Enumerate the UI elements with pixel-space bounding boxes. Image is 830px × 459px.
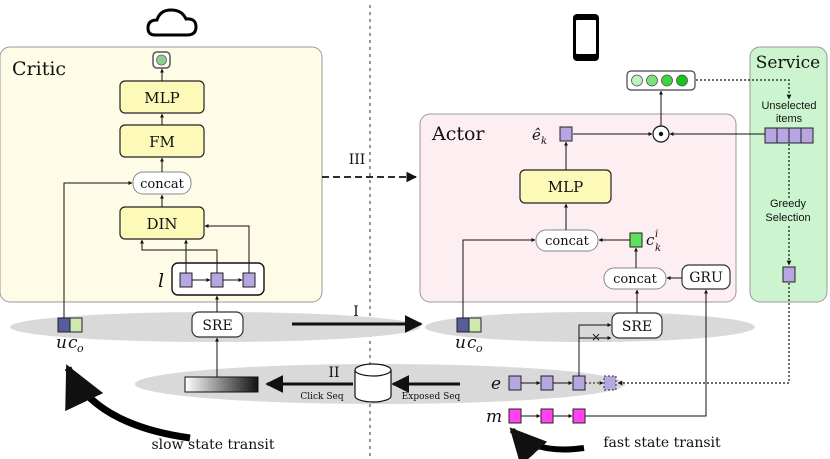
arrow-uco-to-concat-top — [462, 238, 536, 318]
phone-icon — [573, 14, 599, 61]
actor-sre-label: SRE — [622, 319, 652, 335]
actor-u-label: u — [455, 333, 466, 353]
actor-gru-label: GRU — [689, 270, 723, 286]
critic-title: Critic — [12, 58, 66, 80]
arrow-l2-to-din — [140, 239, 218, 273]
fast-transit-caption: fast state transit — [603, 435, 721, 451]
click-seq-bar — [184, 376, 259, 393]
critic-co-square — [69, 317, 83, 333]
arrow-e-to-sre — [578, 323, 612, 376]
actor-ek-square — [559, 126, 573, 142]
arrow-ii-label: II — [328, 365, 339, 381]
critic-fm-label: FM — [149, 133, 175, 151]
actor-concat-bottom-label: concat — [613, 272, 658, 287]
critic-sre-label: SRE — [202, 318, 232, 334]
light-3 — [661, 74, 673, 87]
critic-output-dot — [156, 54, 167, 66]
e-item-1 — [508, 375, 522, 391]
m-item-1 — [508, 408, 522, 424]
actor-gru-node — [681, 264, 731, 290]
unselected-item-1 — [764, 127, 778, 144]
actor-c-label: c — [467, 333, 477, 353]
cloud-icon — [146, 8, 198, 37]
band-actor-state — [425, 312, 755, 342]
critic-c-sub: o — [77, 342, 84, 355]
arrow-l3-to-din — [204, 224, 250, 273]
arrow-i-label: I — [353, 304, 359, 320]
service-panel — [749, 46, 828, 303]
unselected-item-3 — [788, 127, 802, 144]
critic-u-label: u — [56, 333, 67, 353]
actor-concat-top — [535, 229, 599, 252]
selected-item — [782, 266, 796, 283]
unselected-line-1: Unselected — [761, 100, 816, 112]
actor-concat-bottom — [603, 267, 667, 290]
service-title: Service — [756, 53, 820, 73]
arrow-uco-to-concat — [63, 181, 133, 318]
critic-l-label: l — [158, 270, 164, 292]
actor-panel — [419, 113, 737, 303]
actor-title: Actor — [431, 123, 485, 145]
actor-co-square — [468, 317, 482, 333]
critic-mlp-label: MLP — [144, 89, 179, 107]
actor-ek-sub: k — [541, 136, 547, 147]
m-item-3 — [572, 408, 586, 424]
m-item-2 — [540, 408, 554, 424]
actor-ck-label: c — [646, 231, 655, 249]
e-item-3 — [572, 375, 586, 391]
critic-din-label: DIN — [146, 215, 177, 233]
database-icon — [354, 363, 392, 403]
actor-ck-square — [629, 232, 643, 248]
dot-product-dot — [658, 131, 664, 137]
light-1 — [631, 74, 643, 87]
critic-l-item-2 — [210, 272, 224, 288]
unselected-item-4 — [800, 127, 814, 144]
arrow-m-to-gru — [585, 289, 708, 417]
arrow-iii-label: III — [349, 152, 366, 168]
e-item-pending — [603, 375, 617, 391]
actor-c-sub: o — [476, 342, 483, 355]
click-seq-label: Click Seq — [300, 392, 343, 402]
greedy-line-1: Greedy — [770, 198, 807, 210]
fast-transit-arrow — [509, 427, 585, 459]
critic-u-square — [57, 317, 71, 333]
critic-l-item-3 — [242, 272, 256, 288]
critic-l-item-1 — [179, 272, 193, 288]
slow-transit-caption: slow state transit — [151, 437, 274, 453]
unselected-item-2 — [776, 127, 790, 144]
actor-mlp-label: MLP — [548, 178, 583, 196]
light-2 — [646, 74, 658, 87]
light-4 — [676, 74, 688, 87]
actor-ck-sup: i — [655, 229, 658, 240]
arrow-lights-to-service — [696, 79, 792, 100]
critic-c-label: c — [68, 333, 78, 353]
actor-m-label: m — [486, 407, 502, 427]
arrow-selected-to-e — [617, 283, 790, 386]
actor-ck-sub: k — [655, 243, 661, 254]
exposed-seq-label: Exposed Seq — [402, 392, 461, 402]
greedy-line-2: Selection — [765, 212, 810, 224]
actor-output-lights — [626, 70, 696, 91]
actor-ek-label: ê — [532, 126, 541, 144]
actor-u-square — [456, 317, 470, 333]
unselected-line-2: items — [776, 113, 803, 125]
actor-e-label: e — [491, 374, 501, 394]
slow-transit-arrow — [64, 364, 191, 442]
actor-concat-top-label: concat — [545, 234, 590, 249]
blocked-cross: × — [591, 330, 601, 344]
e-item-2 — [540, 375, 554, 391]
critic-concat-label: concat — [140, 177, 185, 192]
